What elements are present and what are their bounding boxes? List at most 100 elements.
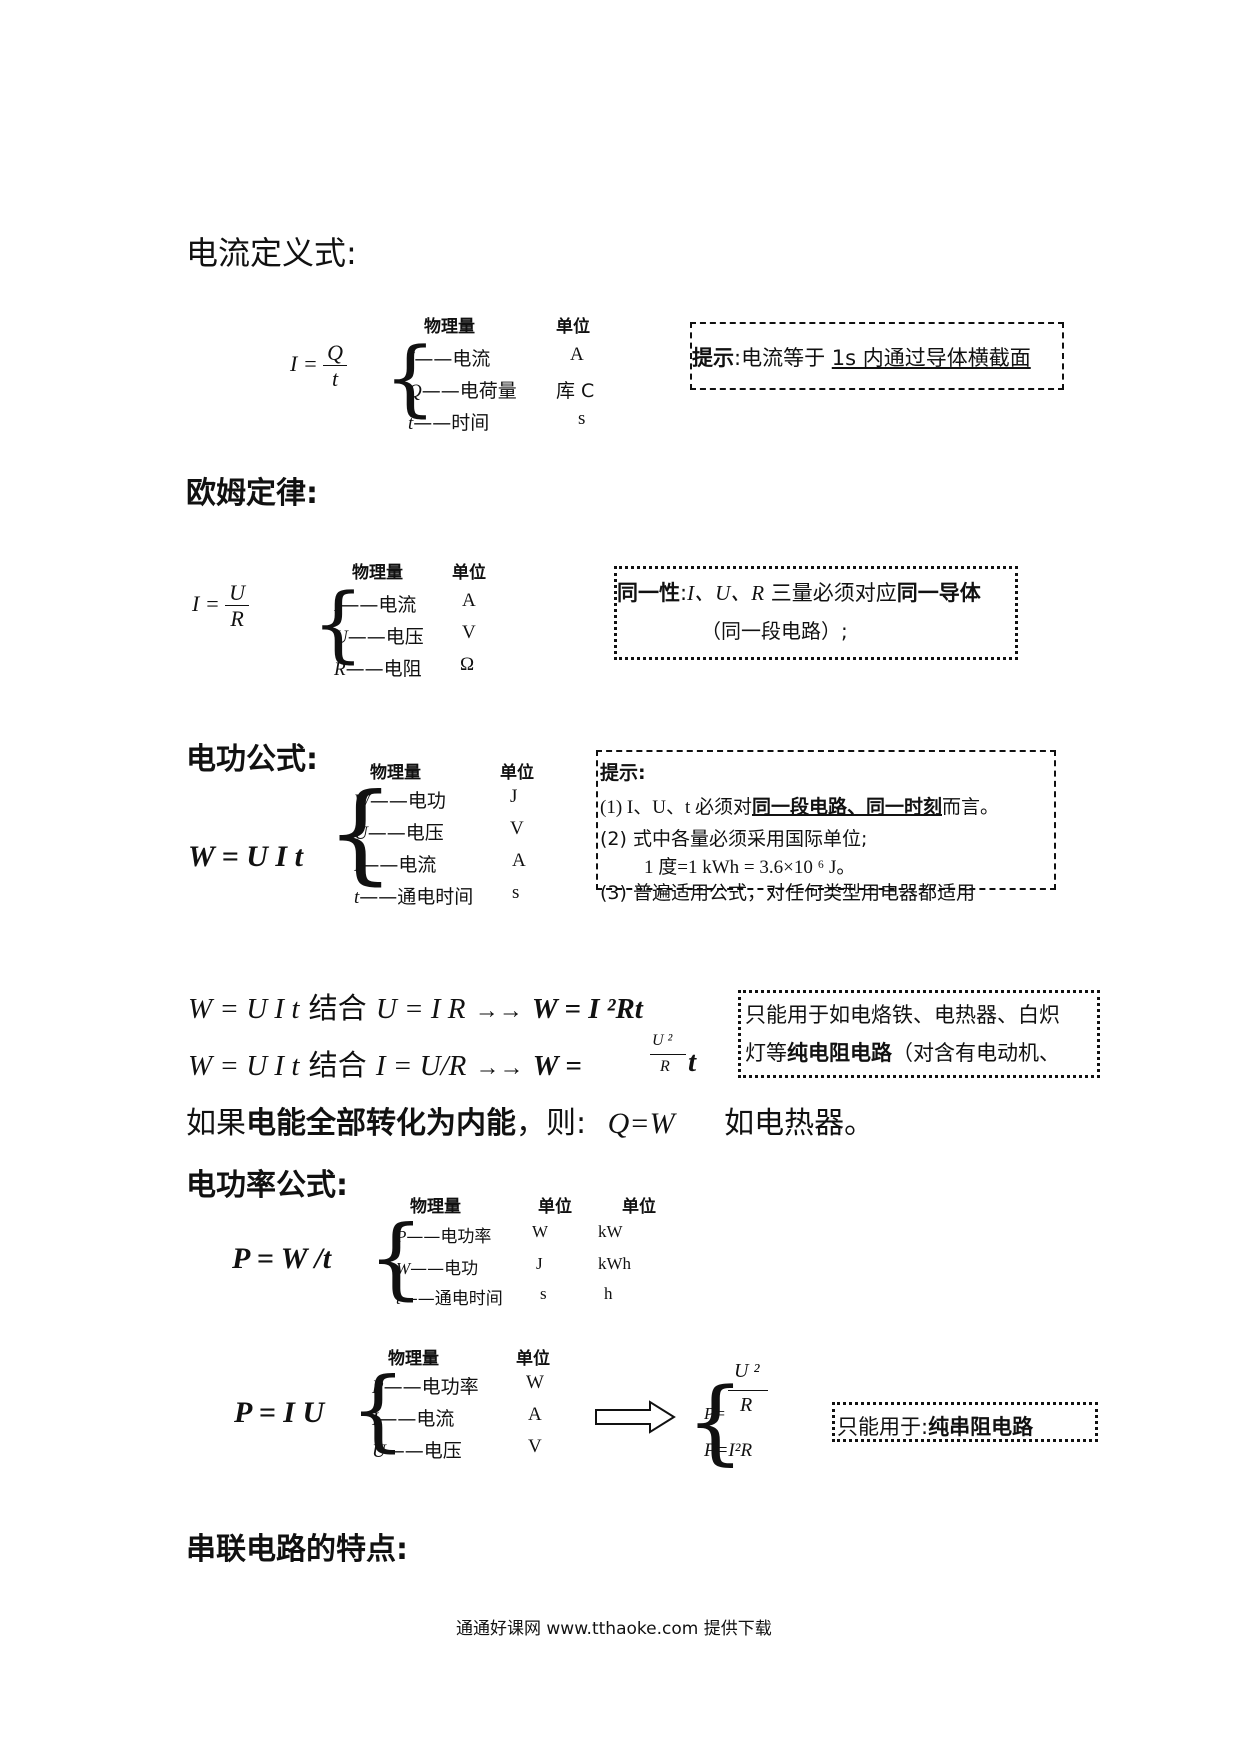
derivation-condition: I = U/R — [375, 1050, 467, 1082]
tip-colon: : — [734, 346, 742, 370]
quantity-row: P——电功率 — [396, 1222, 491, 1247]
row-quantity-name: 电压 — [405, 822, 444, 844]
row-quantity-name: 电压 — [423, 1440, 462, 1462]
note-text: 灯等 — [745, 1041, 787, 1065]
note-line: 只能用于:纯串阻电路 — [837, 1411, 1033, 1441]
tip-line: (1) I、U、t 必须对同一段电路、同一时刻而言。 — [600, 792, 999, 819]
tip-line: 1 度=1 kWh = 3.6×10 ⁶ J。 — [644, 857, 856, 878]
note-text: 只能用于: — [837, 1415, 929, 1439]
quantity-row: t——通电时间 — [354, 882, 473, 909]
row-unit: W — [532, 1222, 549, 1241]
fraction-numerator: U ² — [652, 1032, 673, 1049]
derivation-arrow: →→ — [474, 998, 523, 1024]
row-symbol: U — [354, 823, 368, 844]
row-unit: V — [462, 622, 476, 643]
energy-bold-text: 电能全部转化为内能 — [246, 1106, 516, 1141]
derivation-line-2: W = U I t 结合 I = U/R →→ W = — [188, 1042, 582, 1084]
tip-line: (3) 普遍适用公式，对任何类型用电器都适用 — [600, 882, 975, 904]
row-dash: —— — [385, 1440, 424, 1462]
row-symbol: I — [372, 1409, 379, 1430]
note-label: 同一性 — [617, 581, 680, 605]
tip-text-part: 电流等于 — [741, 346, 832, 370]
row-symbol: I — [408, 349, 415, 370]
row-dash: —— — [383, 1376, 422, 1398]
quantity-row: U——电压 — [334, 622, 424, 649]
row-quantity-name: 电流 — [398, 854, 437, 876]
note-line: 同一性:I、U、R 三量必须对应同一导体 — [617, 577, 981, 607]
derivation-result: W = — [532, 1050, 582, 1082]
heading-ohms-law: 欧姆定律: — [186, 476, 318, 511]
note-bold-text: 纯电阻电路 — [787, 1041, 892, 1065]
row-unit: A — [462, 590, 476, 611]
column-header-quantity: 物理量 — [424, 317, 475, 337]
derivation-arrow: →→ — [475, 1055, 524, 1081]
fraction-denominator: R — [740, 1394, 753, 1416]
quantity-row: U——电压 — [372, 1436, 462, 1463]
energy-formula: Q=W — [607, 1107, 675, 1140]
row-dash: —— — [347, 626, 386, 648]
derivation-word: 结合 — [308, 991, 367, 1025]
row-symbol: W — [396, 1259, 411, 1278]
energy-example: 如电热器。 — [724, 1106, 875, 1141]
quantity-row: I——电流 — [408, 344, 490, 371]
row-dash: —— — [369, 790, 408, 812]
heading-electric-work: 电功公式: — [186, 742, 318, 777]
row-quantity-name: 电功率 — [421, 1376, 479, 1398]
row-unit: kWh — [598, 1254, 632, 1273]
heading-current-definition: 电流定义式: — [186, 234, 357, 272]
quantity-row: I——电流 — [372, 1404, 454, 1431]
tip-line: (2) 式中各量必须采用国际单位; — [600, 828, 868, 850]
row-quantity-name: 电压 — [385, 626, 424, 648]
note-line: 只能用于如电烙铁、电热器、白炽 — [745, 1003, 1060, 1027]
heading-electric-power: 电功率公式: — [186, 1168, 348, 1203]
quantity-row: W——电功 — [396, 1254, 478, 1279]
row-dash: —— — [345, 658, 384, 680]
row-quantity-name: 时间 — [451, 412, 490, 434]
row-dash: —— — [406, 1227, 441, 1247]
row-symbol: P — [396, 1227, 407, 1246]
column-header-unit: 单位 — [452, 563, 486, 583]
fraction-bar — [650, 1054, 686, 1055]
column-header-quantity: 物理量 — [370, 763, 421, 783]
row-symbol: W — [354, 791, 370, 812]
row-unit: V — [510, 818, 524, 839]
row-dash: —— — [340, 594, 379, 616]
note-line: （同一段电路）; — [701, 619, 848, 643]
note-text: 三量必须对应 — [764, 581, 897, 605]
tip-box-electric-work: 提示: (1) I、U、t 必须对同一段电路、同一时刻而言。 (2) 式中各量必… — [596, 750, 1056, 904]
formula-current-definition: I = Q t — [290, 340, 348, 392]
column-header-quantity: 物理量 — [388, 1349, 439, 1369]
fraction-numerator: Q — [323, 340, 348, 367]
row-dash: —— — [359, 886, 398, 908]
column-header-quantity: 物理量 — [410, 1197, 461, 1217]
derivation-result: W = I ²Rt — [531, 993, 643, 1025]
left-brace: { — [350, 1358, 406, 1461]
note-colon: : — [680, 581, 688, 605]
row-dash: —— — [367, 822, 406, 844]
formula-lhs: I = — [290, 350, 318, 376]
formula-electric-power: P = W /t — [232, 1242, 332, 1275]
row-dash: —— — [413, 412, 452, 434]
fraction-denominator: R — [660, 1058, 670, 1075]
fraction-denominator: t — [332, 366, 339, 392]
row-dash: —— — [421, 380, 460, 402]
left-brace: { — [326, 771, 395, 896]
row-quantity-name: 电流 — [416, 1408, 455, 1430]
tip-title: 提示: — [600, 762, 646, 784]
row-unit: J — [536, 1254, 543, 1273]
formula-power-iu: P = I U — [234, 1396, 325, 1429]
row-unit: s — [540, 1284, 547, 1303]
row-quantity-name: 通电时间 — [397, 886, 474, 908]
quantity-table: { P——电功率 W I——电流 A U——电压 V — [346, 1358, 566, 1463]
row-unit: W — [526, 1372, 544, 1393]
note-bold-text: 同一导体 — [896, 581, 981, 605]
row-unit: 库 C — [556, 380, 595, 402]
row-quantity-name: 电流 — [378, 594, 417, 616]
column-header-unit: 单位 — [500, 763, 534, 783]
derivation-word: 结合 — [308, 1048, 367, 1082]
tip-emphasis: 同一段电路、同一时刻 — [751, 796, 942, 818]
note-box-pure-resistance-only: 只能用于:纯串阻电路 — [832, 1402, 1098, 1442]
row-dash: —— — [410, 1259, 445, 1279]
row-symbol: t — [408, 413, 414, 434]
row-symbol: Q — [408, 381, 422, 402]
